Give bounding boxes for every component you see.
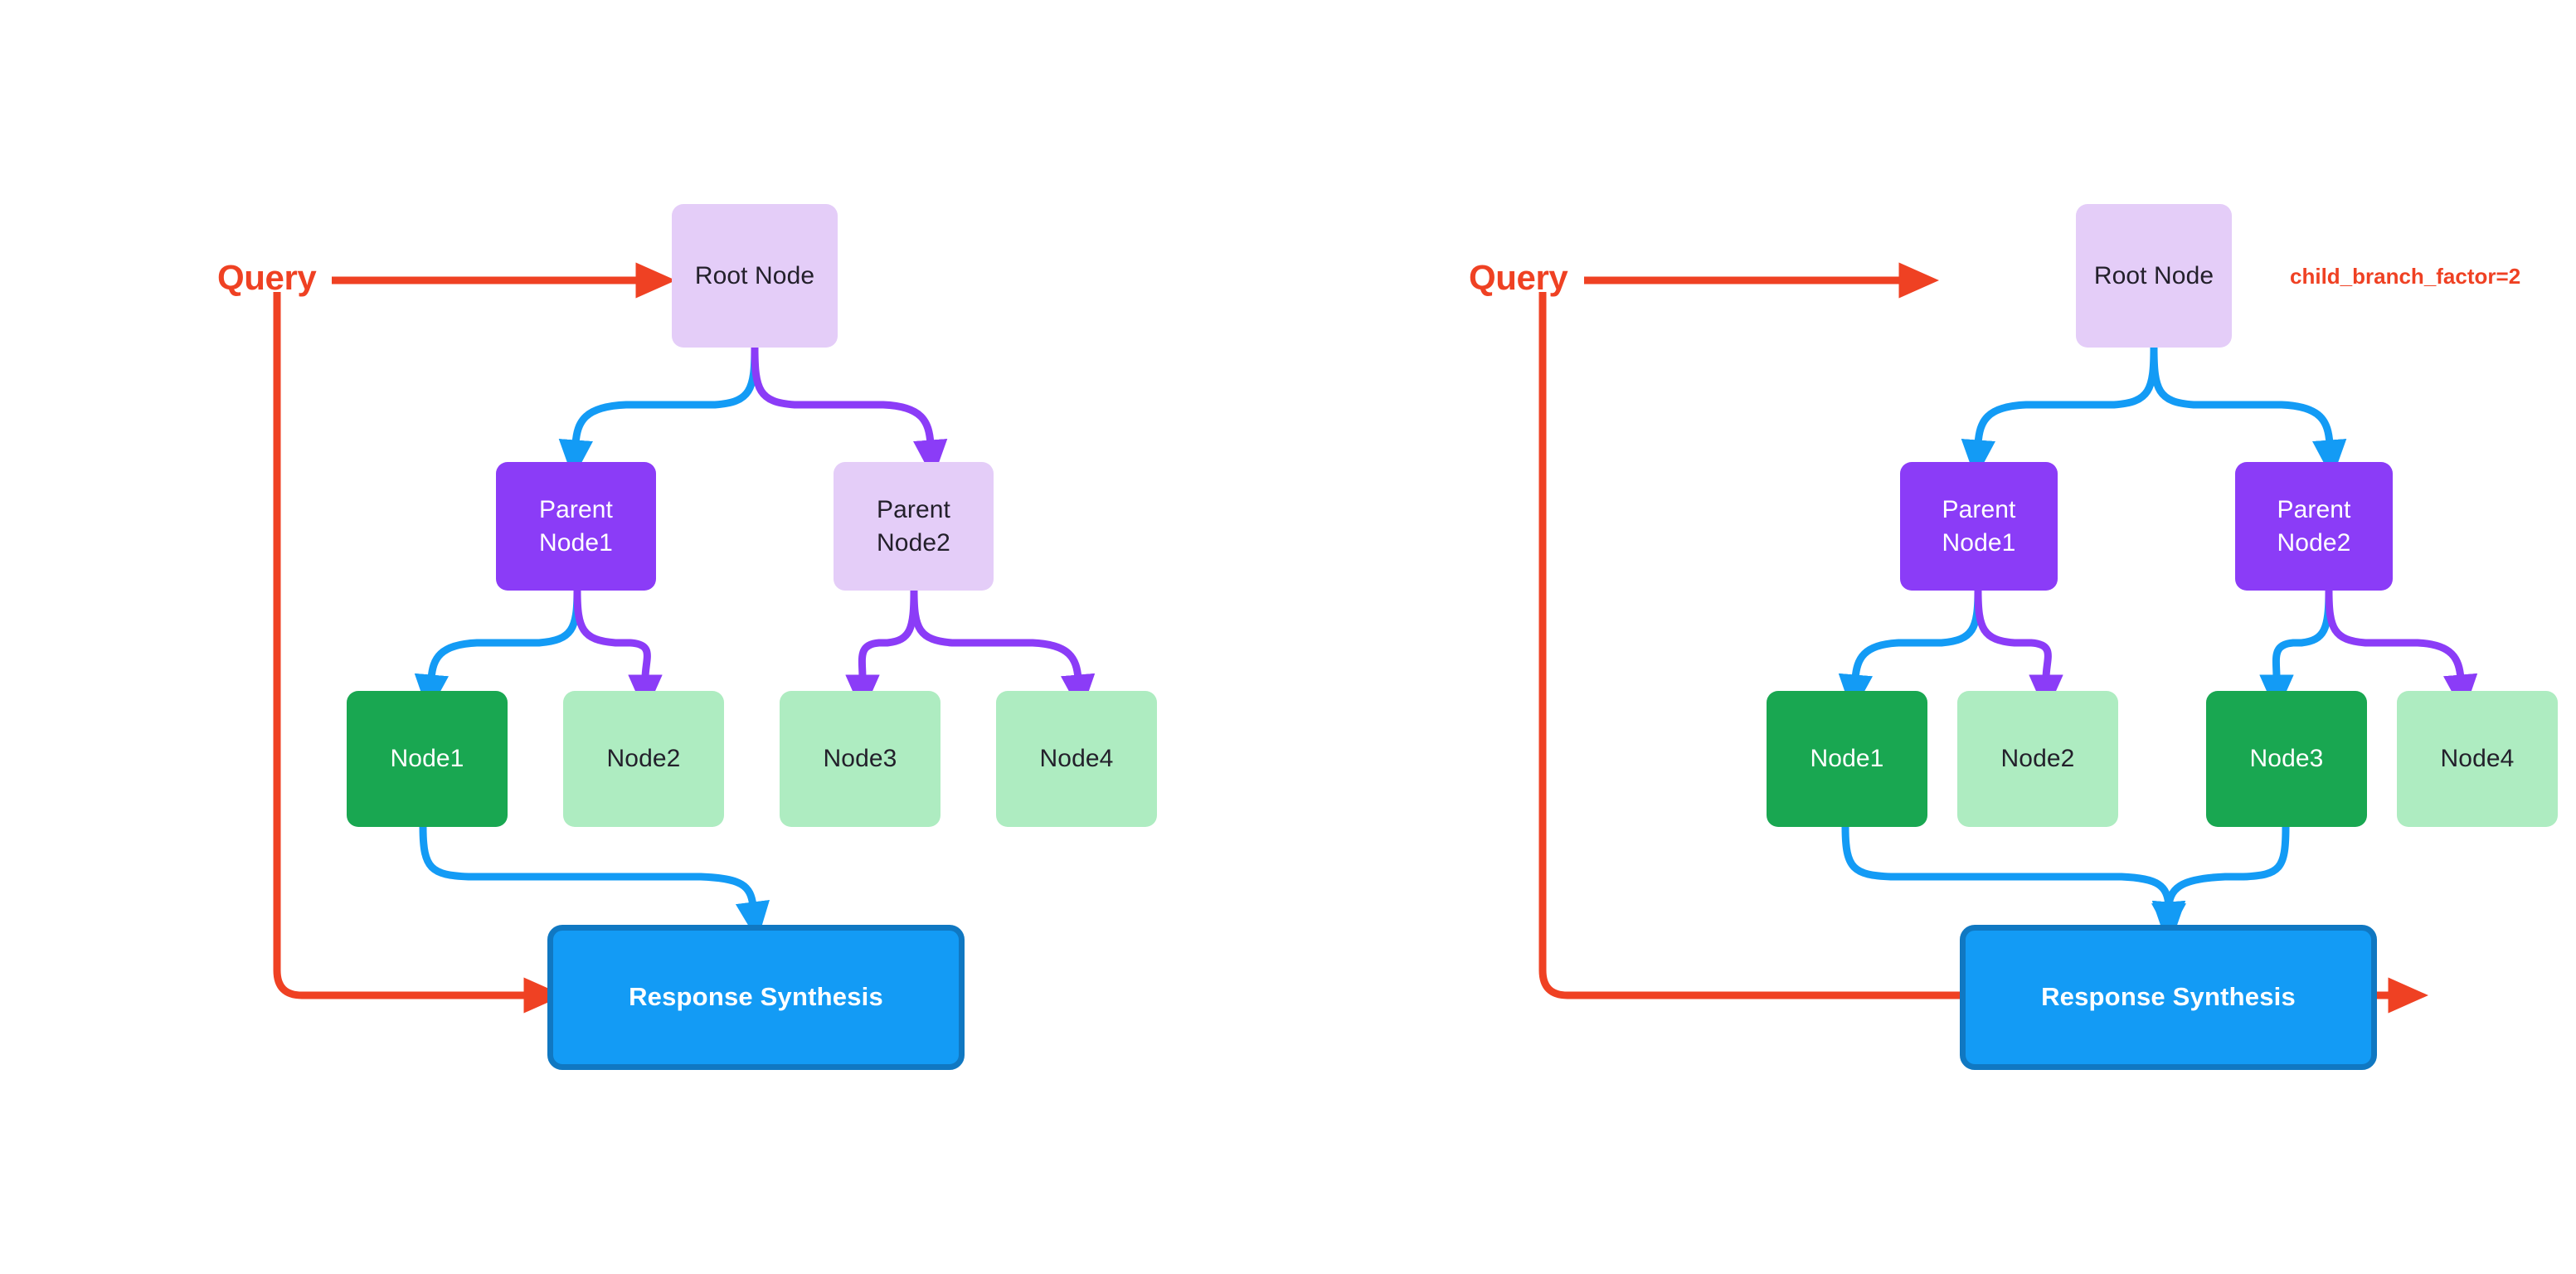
edge-root-to-parent1 (558, 343, 759, 479)
node-leaf3-right[interactable]: Node3 (2206, 691, 2367, 827)
edge-query-to-synthesis (273, 292, 564, 1014)
node-leaf2-right[interactable]: Node2 (1957, 691, 2118, 827)
edge-leaf1-to-synthesis (419, 823, 770, 941)
node-parent2-left[interactable]: Parent Node2 (834, 462, 994, 591)
edge-query-to-synthesis (1538, 292, 2428, 1014)
node-leaf4-left[interactable]: Node4 (996, 691, 1157, 827)
node-response-synthesis-right[interactable]: Response Synthesis (1960, 925, 2377, 1070)
node-response-synthesis-left[interactable]: Response Synthesis (547, 925, 965, 1070)
edge-leaf3-to-synthesis (2151, 823, 2290, 941)
edge-parent1-to-leaf1 (414, 586, 581, 714)
node-leaf3-left[interactable]: Node3 (780, 691, 940, 827)
query-label-left: Query (217, 258, 317, 297)
node-root-right[interactable]: Root Node (2076, 204, 2232, 348)
edge-root-to-parent2 (751, 343, 948, 479)
edge-parent2-to-leaf4 (910, 586, 1096, 714)
edge-root-to-parent2 (2150, 343, 2347, 479)
node-leaf1-right[interactable]: Node1 (1767, 691, 1927, 827)
query-label-right: Query (1469, 258, 1568, 297)
node-parent1-right[interactable]: Parent Node1 (1900, 462, 2058, 591)
edge-parent2-to-leaf3 (2259, 586, 2333, 714)
diagram-left: Query Root Node Parent Node1 Parent Node… (217, 204, 1157, 1070)
edges-right (1538, 262, 2478, 1014)
edge-parent1-to-leaf2 (1974, 586, 2063, 714)
edge-parent1-to-leaf1 (1838, 586, 1982, 714)
node-root-left[interactable]: Root Node (672, 204, 838, 348)
node-parent1-left[interactable]: Parent Node1 (496, 462, 656, 591)
edge-parent2-to-leaf3 (845, 586, 918, 714)
node-leaf2-left[interactable]: Node2 (563, 691, 724, 827)
child-branch-factor-label: child_branch_factor=2 (2290, 264, 2521, 289)
node-leaf1-left[interactable]: Node1 (347, 691, 508, 827)
node-leaf4-right[interactable]: Node4 (2397, 691, 2558, 827)
edge-leaf1-to-synthesis (1841, 823, 2186, 941)
edges-left (273, 262, 1096, 1014)
node-parent2-right[interactable]: Parent Node2 (2235, 462, 2393, 591)
edge-parent1-to-leaf2 (573, 586, 663, 714)
edge-parent2-to-leaf4 (2325, 586, 2478, 714)
edge-root-to-parent1 (1961, 343, 2158, 479)
diagram-right: Query child_branch_factor=2 Root Node Pa… (1288, 0, 2576, 1274)
